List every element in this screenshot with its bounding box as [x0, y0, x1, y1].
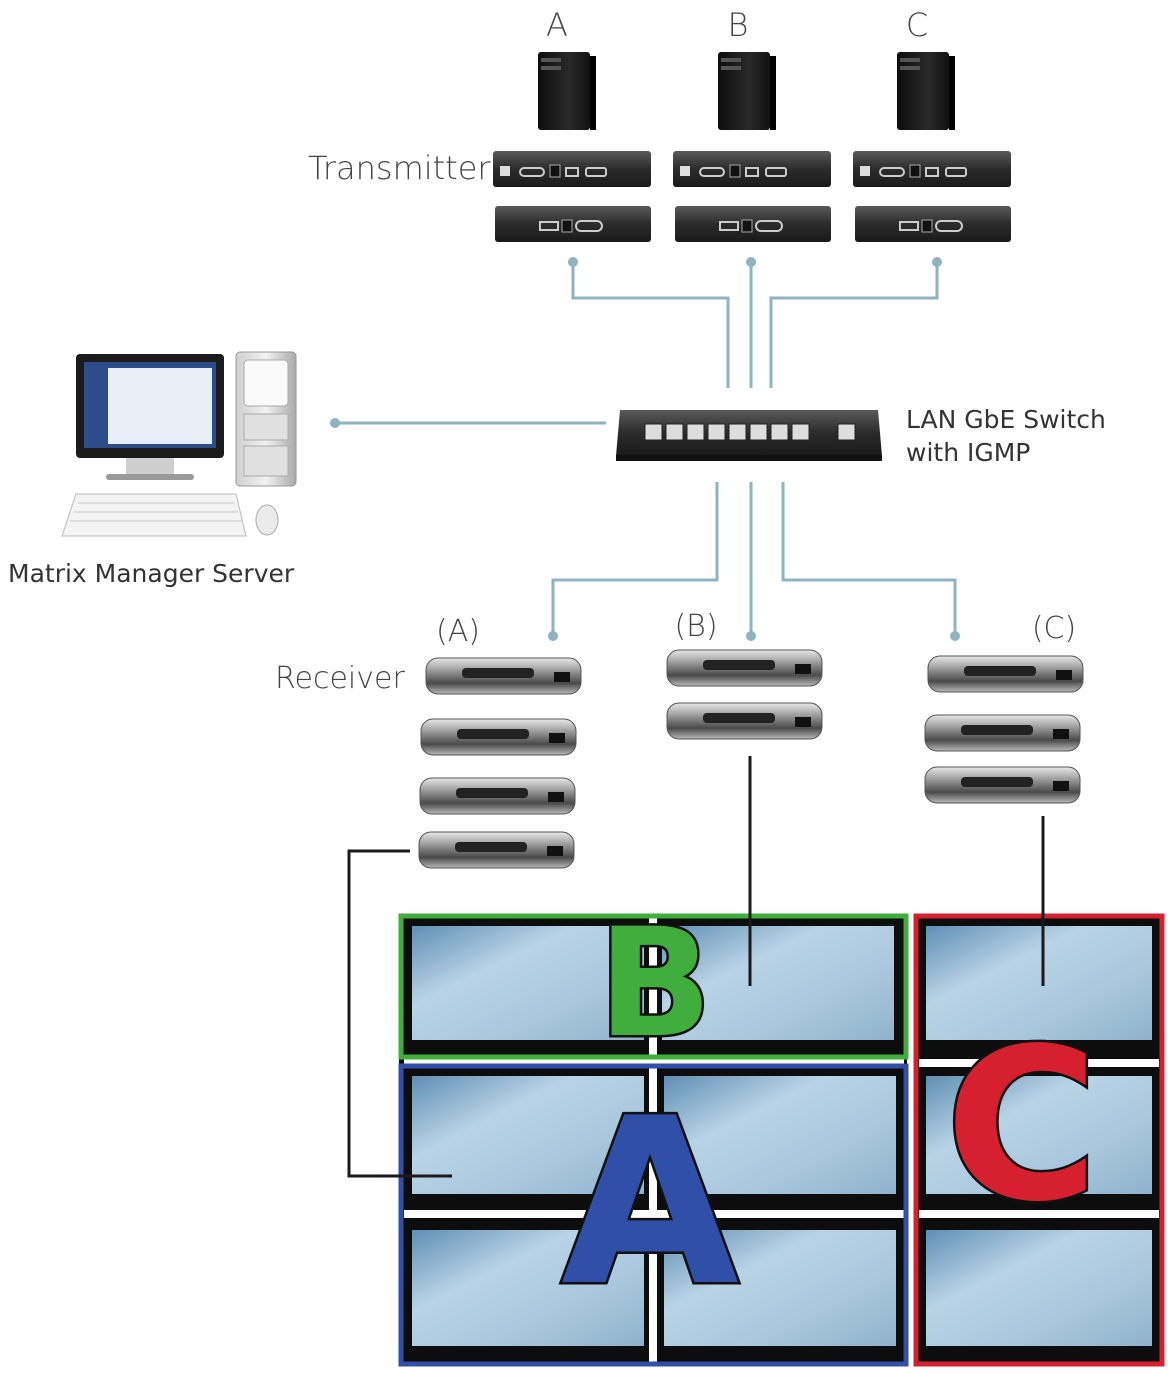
transmitter-a	[493, 151, 651, 242]
receiver-unit	[666, 702, 823, 740]
video-cables	[347, 756, 1045, 1178]
keyboard-icon	[61, 493, 247, 537]
source-label-b: B	[728, 6, 749, 44]
zone-letter-c: C	[945, 1003, 1099, 1248]
receiver-unit	[924, 714, 1081, 752]
source-label-a: A	[546, 6, 568, 44]
receivers-group-b	[666, 649, 823, 740]
zone-letter-a: A	[561, 1070, 739, 1337]
display-panel	[926, 926, 1152, 1040]
display-panel	[662, 926, 894, 1040]
display-panel	[926, 1230, 1152, 1346]
display-panel	[926, 1076, 1152, 1194]
receiver-unit	[927, 655, 1084, 693]
receiver-unit	[666, 649, 823, 687]
switch-label-line1: LAN GbE Switch	[906, 405, 1106, 434]
source-computer-c: C	[897, 6, 955, 130]
receiver-unit	[418, 831, 575, 869]
receiver-unit	[924, 766, 1081, 804]
source-computer-b: B	[718, 6, 776, 130]
display-panel	[664, 1076, 896, 1194]
mouse-icon	[255, 504, 279, 536]
receivers-group-a	[418, 657, 582, 869]
display-panel	[412, 926, 644, 1040]
zone-letter-b: B	[598, 897, 712, 1071]
zone-b-outline	[398, 913, 909, 1060]
pc-tower-icon	[235, 351, 297, 487]
matrix-manager-server: Matrix Manager Server	[8, 351, 297, 588]
zone-c-outline	[913, 913, 1165, 1367]
video-wall: B A C	[398, 895, 1165, 1367]
transmitter-c	[853, 151, 1011, 242]
receiver-group-label-c: (C)	[1032, 611, 1076, 646]
receiver-unit	[420, 718, 577, 756]
receiver-label: Receiver	[275, 661, 405, 696]
zone-a-outline	[398, 1063, 909, 1367]
transmitter-b	[673, 151, 831, 242]
transmitter-label: Transmitter	[308, 149, 491, 187]
network-cables	[330, 257, 960, 641]
receiver-group-label-b: (B)	[674, 609, 717, 644]
source-computer-a: A	[538, 6, 596, 130]
source-label-c: C	[906, 6, 928, 44]
display-panel	[412, 1076, 644, 1194]
server-label: Matrix Manager Server	[8, 559, 295, 588]
lan-switch: LAN GbE Switch with IGMP	[616, 405, 1106, 467]
receiver-unit	[419, 777, 576, 815]
display-panel	[412, 1230, 644, 1346]
monitor-icon	[76, 354, 224, 480]
receiver-group-label-a: (A)	[436, 614, 480, 649]
switch-label-line2: with IGMP	[906, 438, 1030, 467]
receivers-group-c	[924, 655, 1084, 804]
receiver-unit	[425, 657, 582, 695]
display-panel	[664, 1230, 896, 1346]
